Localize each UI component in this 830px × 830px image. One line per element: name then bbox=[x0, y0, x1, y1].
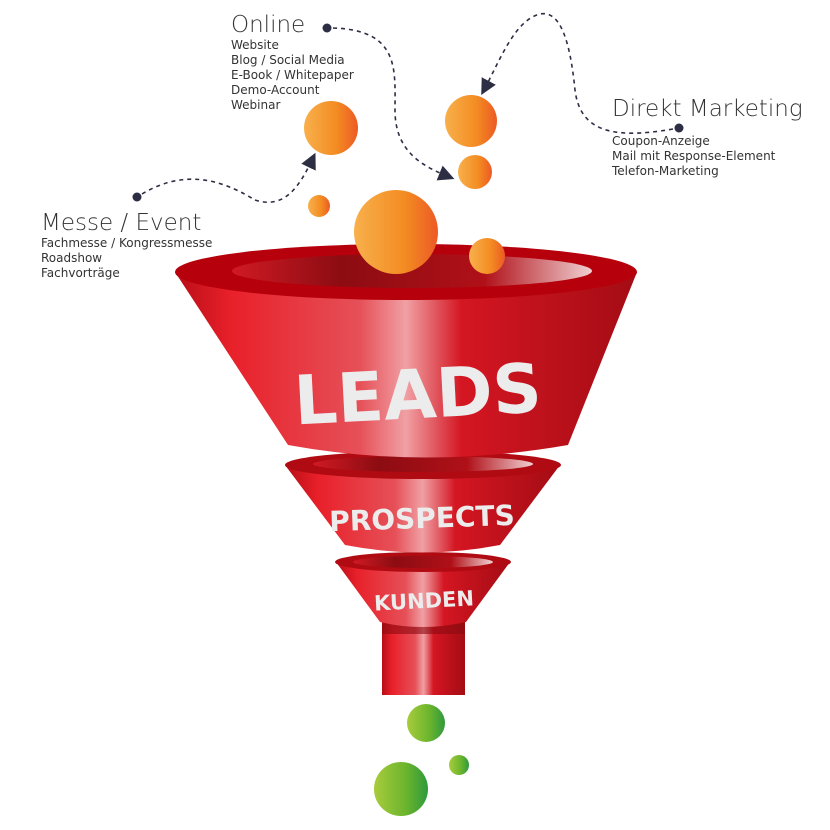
funnel-label-leads: LEADS bbox=[292, 350, 544, 442]
funnel-stage-kunden bbox=[335, 552, 511, 627]
source-item: Demo-Account bbox=[231, 83, 320, 97]
lead-ball bbox=[458, 155, 492, 189]
source-item: Telefon-Marketing bbox=[612, 164, 719, 178]
source-item: E-Book / Whitepaper bbox=[231, 68, 354, 82]
source-item: Fachmesse / Kongressmesse bbox=[41, 236, 213, 250]
source-item: Webinar bbox=[231, 98, 281, 112]
source-direkt: Direkt Marketing Coupon-Anzeige Mail mit… bbox=[612, 96, 803, 179]
connector-messe bbox=[132, 152, 316, 203]
source-item: Mail mit Response-Element bbox=[612, 149, 776, 163]
source-item: Fachvorträge bbox=[41, 266, 120, 280]
source-item: Coupon-Anzeige bbox=[612, 134, 710, 148]
lead-ball bbox=[354, 190, 438, 274]
customer-ball bbox=[407, 704, 445, 742]
funnel-stage-prospects bbox=[285, 451, 561, 553]
funnel-label-kunden: KUNDEN bbox=[374, 586, 475, 615]
lead-ball bbox=[304, 101, 358, 155]
connector-online bbox=[322, 23, 455, 181]
source-online: Online Website Blog / Social Media E-Boo… bbox=[231, 12, 354, 113]
lead-ball bbox=[308, 195, 330, 217]
source-title: Direkt Marketing bbox=[612, 96, 803, 122]
funnel-label-prospects: PROSPECTS bbox=[329, 499, 516, 538]
source-messe: Messe / Event Fachmesse / Kongressmesse … bbox=[41, 210, 212, 281]
customer-ball bbox=[374, 762, 428, 816]
customer-balls bbox=[374, 704, 469, 816]
source-item: Roadshow bbox=[41, 251, 103, 265]
lead-balls bbox=[304, 95, 505, 274]
source-title: Messe / Event bbox=[41, 210, 202, 236]
source-item: Blog / Social Media bbox=[231, 53, 345, 67]
customer-ball bbox=[449, 755, 469, 775]
source-item: Website bbox=[231, 38, 279, 52]
lead-ball bbox=[445, 95, 497, 147]
connector-direkt bbox=[481, 12, 684, 134]
source-title: Online bbox=[231, 12, 306, 38]
lead-ball bbox=[469, 238, 505, 274]
